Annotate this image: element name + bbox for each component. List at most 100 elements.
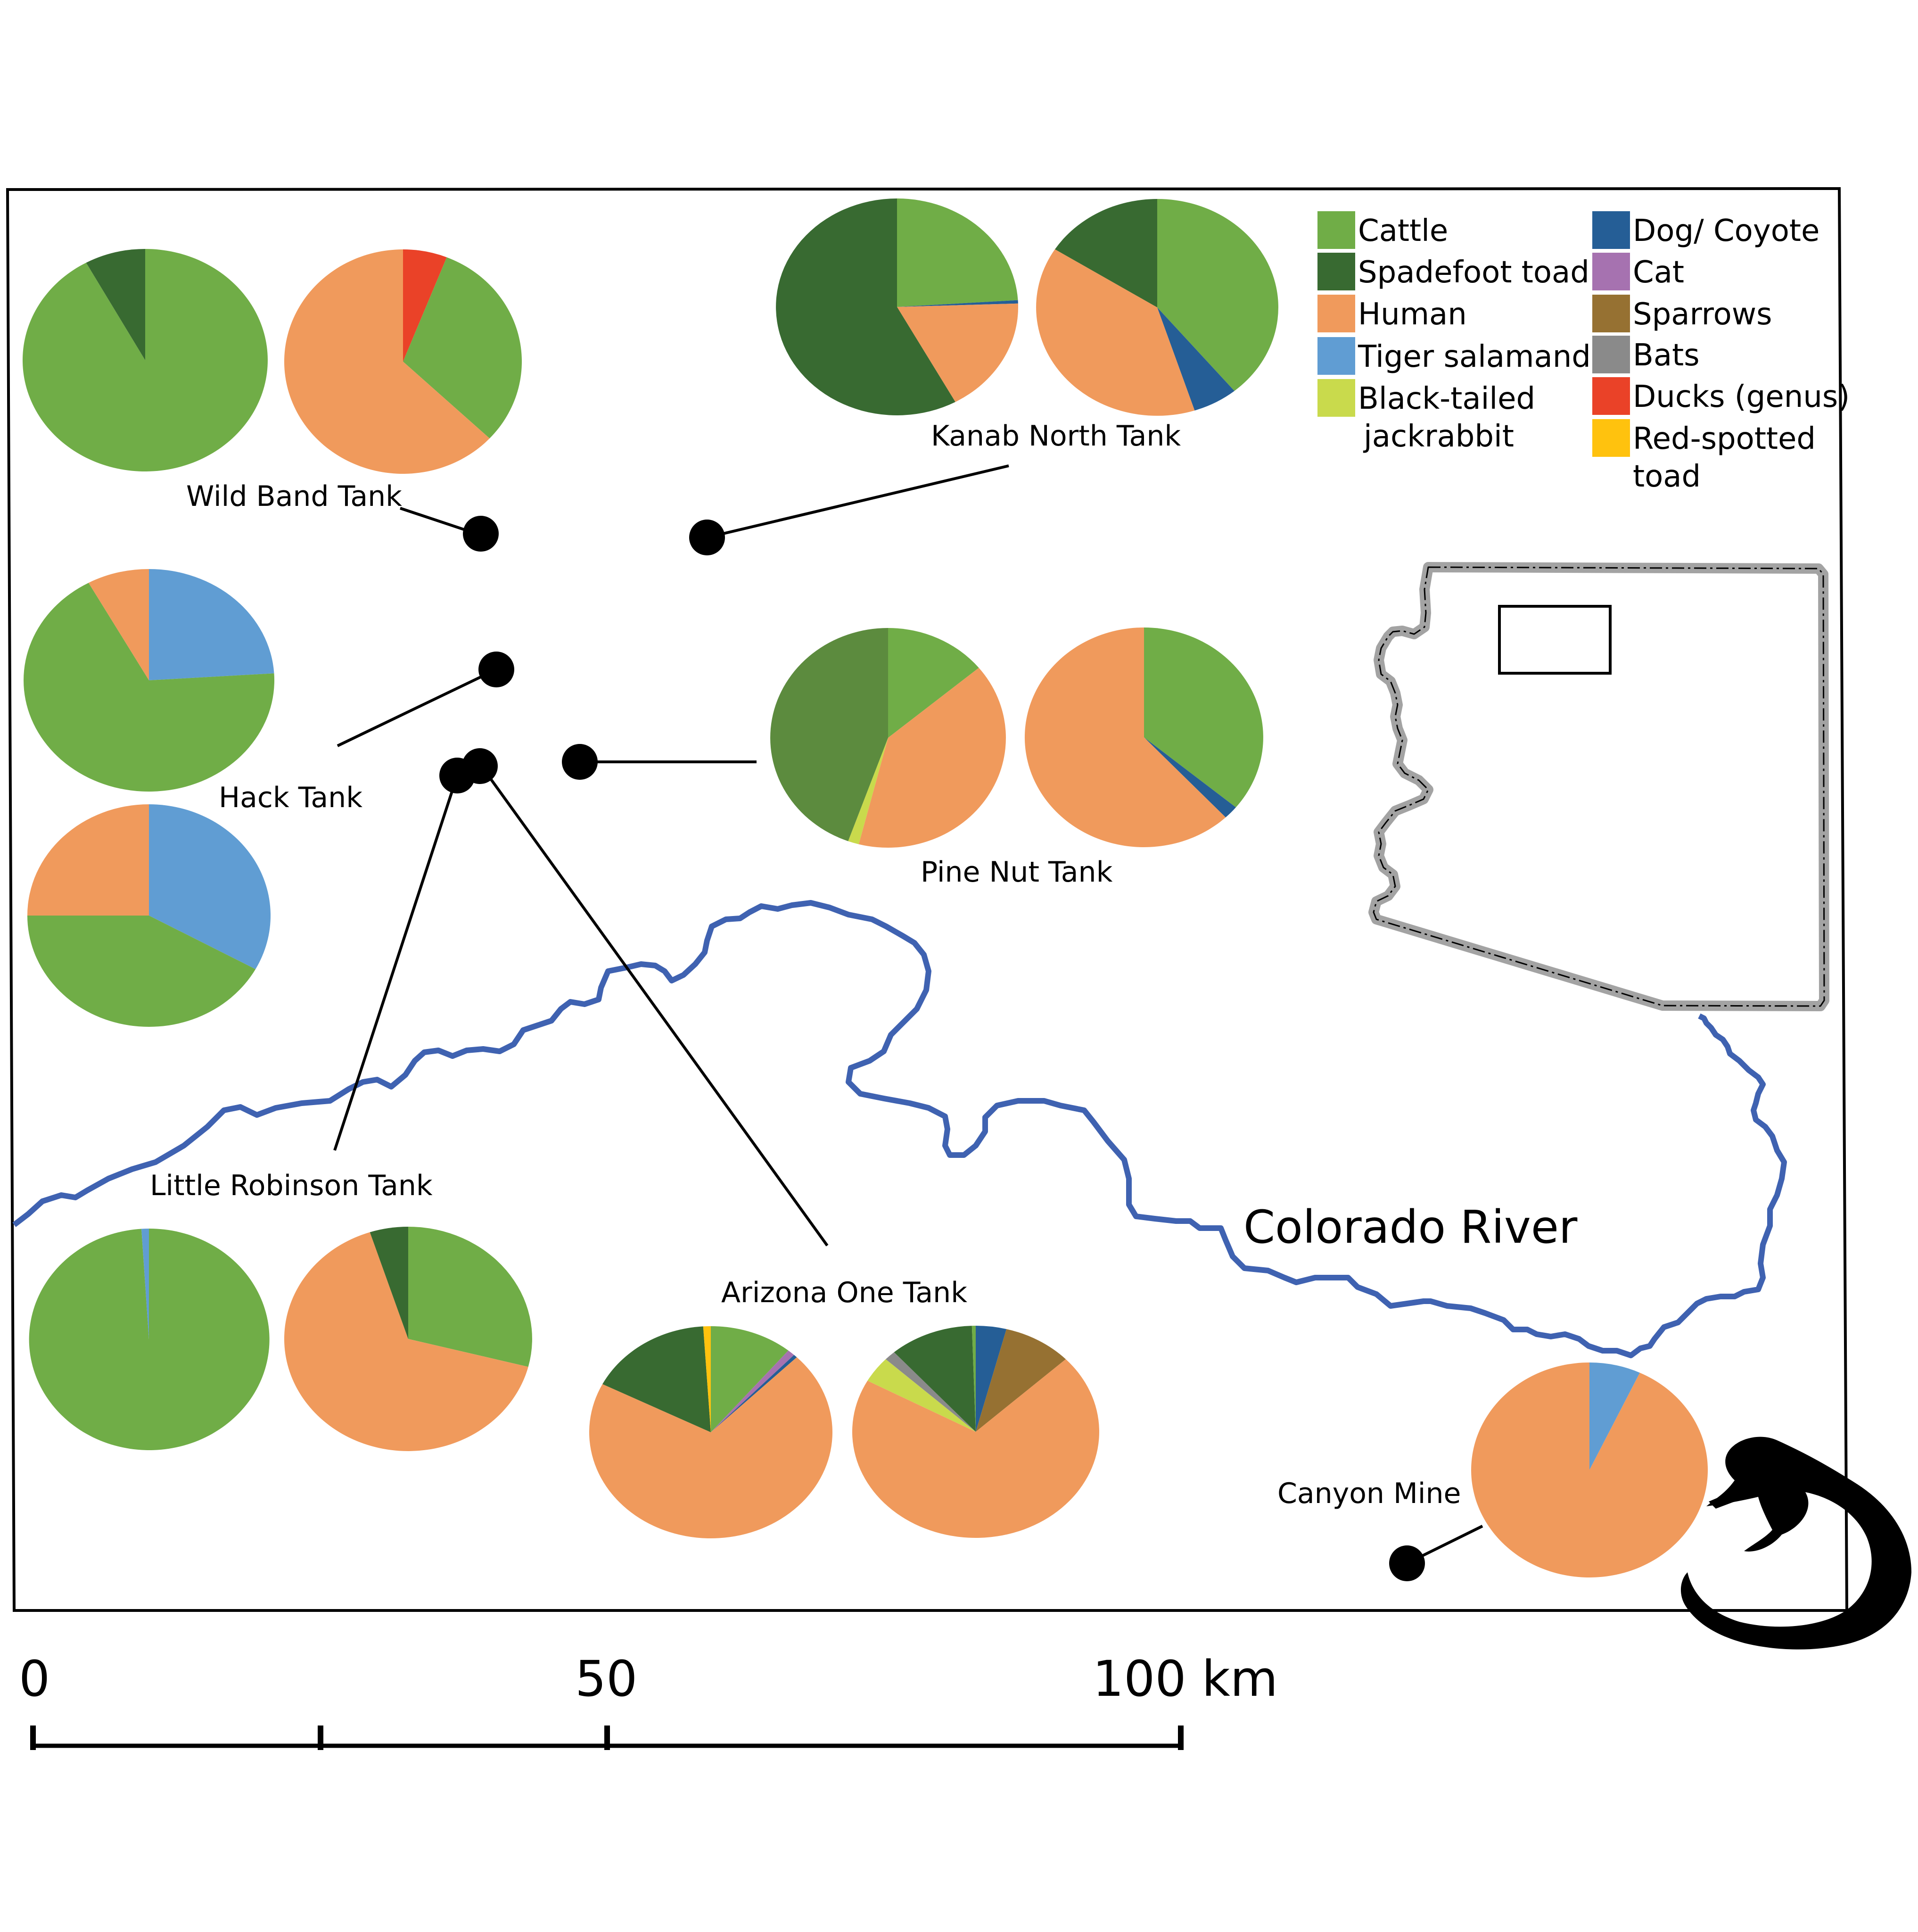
pie-slice-human [852,1359,1099,1538]
pie-slice-human [27,804,149,916]
legend-swatch [1592,336,1630,373]
legend-item-cat: Cat [1592,253,1684,290]
pie-slice-tiger-salamander [141,1229,149,1339]
site-dot-wild-band[interactable] [463,516,499,552]
label-wild-band: Wild Band Tank [186,480,402,513]
pie-slice-cattle [29,1228,270,1450]
site-dot-kanab-north[interactable] [689,520,725,555]
site-dot-pine-nut[interactable] [562,744,598,780]
pie-slice-ducks-genus [403,249,447,362]
label-canyon-mine: Canyon Mine [1277,1477,1461,1510]
label-little-robinson: Little Robinson Tank [150,1169,433,1202]
pie-slice-spadefoot-toad [602,1326,711,1432]
pie-hack-tank-2 [27,804,271,1027]
pie-slice-spadefoot-toad [770,628,888,842]
pie-canyon-mine-1 [1471,1362,1708,1577]
pie-slice-dog-coyote [976,1326,1007,1432]
pie-arizona-one-tank-1 [589,1326,832,1539]
legend-label: Bats [1633,338,1700,373]
legend-label: Black-tailed [1358,381,1535,416]
leader-little-robinson [333,775,459,1151]
leader-arizona-one [482,768,829,1247]
pie-slice-human [284,249,490,474]
pie-slice-human [1036,249,1195,416]
legend-swatch [1317,379,1355,417]
legend-swatch [1592,211,1630,249]
legend-swatch [1317,295,1355,332]
arizona-border-line [1373,566,1825,1007]
pie-slice-tiger-salamander [149,804,271,969]
site-dot-hack[interactable] [478,652,514,687]
arizona-inset-map [1368,562,1829,1011]
pie-slice-cattle [27,916,256,1027]
pie-slice-human [858,668,1006,848]
label-kanab-north: Kanab North Tank [931,420,1181,453]
pie-wild-band-tank-1 [22,249,268,471]
site-dot-arizona-one[interactable] [462,748,498,784]
legend-label: Dog/ Coyote [1633,214,1819,248]
pie-slice-cattle [22,249,268,471]
pie-slice-cattle [24,583,275,792]
leader-hack [337,668,497,747]
legend-swatch [1592,253,1630,290]
scale-label-50: 50 [575,1650,637,1708]
site-dot-canyon-mine[interactable] [1389,1545,1425,1581]
pie-slice-dog-coyote [711,1355,797,1432]
pie-slice-human [1024,627,1226,847]
pie-slice-cattle [408,1227,532,1367]
pie-little-robinson-tank-1 [29,1228,270,1450]
pie-slice-spadefoot-toad [86,249,145,360]
pie-arizona-one-tank-2 [852,1325,1099,1538]
leader-kanab-north [707,464,1009,539]
pie-slice-black-tailed-jackrabbit [867,1359,976,1432]
pie-slice-spadefoot-toad [1055,199,1157,307]
pie-slice-dog-coyote [1144,737,1236,817]
pie-slice-spadefoot-toad [894,1326,976,1432]
pie-pine-nut-tank-2 [1024,627,1263,847]
pie-slice-dog-coyote [897,300,1018,307]
legend-label: Red-spotted [1633,421,1816,456]
pie-slice-cattle [403,257,522,438]
legend-item-dog-coyote: Dog/ Coyote [1592,211,1819,249]
pie-little-robinson-tank-2 [284,1226,532,1451]
legend-label: Ducks (genus) [1633,380,1850,414]
label-colorado-river: Colorado River [1243,1201,1578,1254]
label-arizona-one: Arizona One Tank [721,1276,967,1309]
pie-slice-black-tailed-jackrabbit [848,738,888,844]
legend-item-ducks-genus: Ducks (genus) [1592,377,1850,415]
pie-slice-spadefoot-toad [776,198,955,415]
pie-slice-cattle [711,1326,789,1432]
legend-item-tiger-salamander: Tiger salamander [1317,337,1622,375]
legend-item-human: Human [1317,295,1467,332]
pie-charts [22,198,1708,1577]
scale-label-0: 0 [19,1650,50,1708]
study-area-box [1498,605,1612,675]
pie-hack-tank-1 [24,569,275,792]
legend-swatch [1592,419,1630,457]
pie-slice-human [589,1357,832,1539]
pie-slice-human [88,569,149,680]
pie-kanab-north-tank-1 [776,198,1019,415]
pie-slice-cattle [897,198,1018,307]
pie-slice-human [1471,1362,1708,1577]
legend-swatch [1317,211,1355,249]
legend-item-cattle: Cattle [1317,211,1448,249]
pie-slice-tiger-salamander [149,569,274,680]
legend-label: jackrabbit [1363,419,1514,454]
pie-slice-cat [711,1350,794,1432]
pie-slice-sparrows [976,1329,1066,1432]
pie-slice-red-spotted-toad [703,1326,711,1432]
legend-item-spadefoot-toad: Spadefoot toad [1317,253,1589,290]
legend-label: toad [1633,459,1701,494]
legend-item-bats: Bats [1592,336,1700,373]
salamander-silhouette-icon [1680,1437,1911,1650]
legend-label: Sparrows [1633,297,1772,332]
pie-slice-tiger-salamander [1589,1362,1640,1470]
site-markers [439,516,1425,1581]
legend-label: Spadefoot toad [1358,255,1589,290]
legend-label: Cat [1633,255,1684,290]
